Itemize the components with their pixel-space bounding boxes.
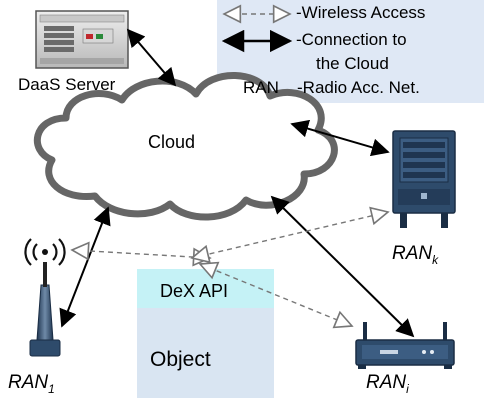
legend-connection-label-cont: the Cloud [316,54,389,73]
ran-i-subscript: i [406,381,409,396]
legend-wireless-label: -Wireless Access [296,3,426,22]
legend-ran-label: -Radio Acc. Net. [297,78,420,97]
ran-k-cloud-link [290,119,390,157]
ran-1-subscript: 1 [48,381,55,396]
object-ran-i-wireless [200,264,352,326]
daas-server-label: DaaS Server [18,75,116,94]
legend-symbols [221,14,293,53]
ran-k-cabinet-icon [392,130,456,228]
object-ran-1-wireless [72,250,210,258]
ran-i-router-icon [355,322,455,369]
legend-connection-label: -Connection to [296,30,407,49]
ran-i-name: RAN [366,372,407,393]
ran-i-label: RANi [366,372,409,396]
cloud-label: Cloud [148,132,196,152]
ran-k-label: RANk [392,243,438,267]
ran-1-label: RAN1 [8,372,55,396]
ran-k-name: RAN [392,243,433,264]
wireless-links [72,212,388,326]
ran-k-subscript: k [432,252,439,267]
dex-api-label: DeX API [160,281,229,301]
server-icon [35,10,129,69]
server-cloud-link [126,28,177,87]
ran-1-antenna-icon [24,238,66,357]
legend-ran-key: RAN [243,78,279,97]
object-ran-k-wireless [192,212,388,258]
object-label: Object [150,348,211,371]
ran-1-name: RAN [8,372,49,393]
ran-1-cloud-link [59,206,111,328]
